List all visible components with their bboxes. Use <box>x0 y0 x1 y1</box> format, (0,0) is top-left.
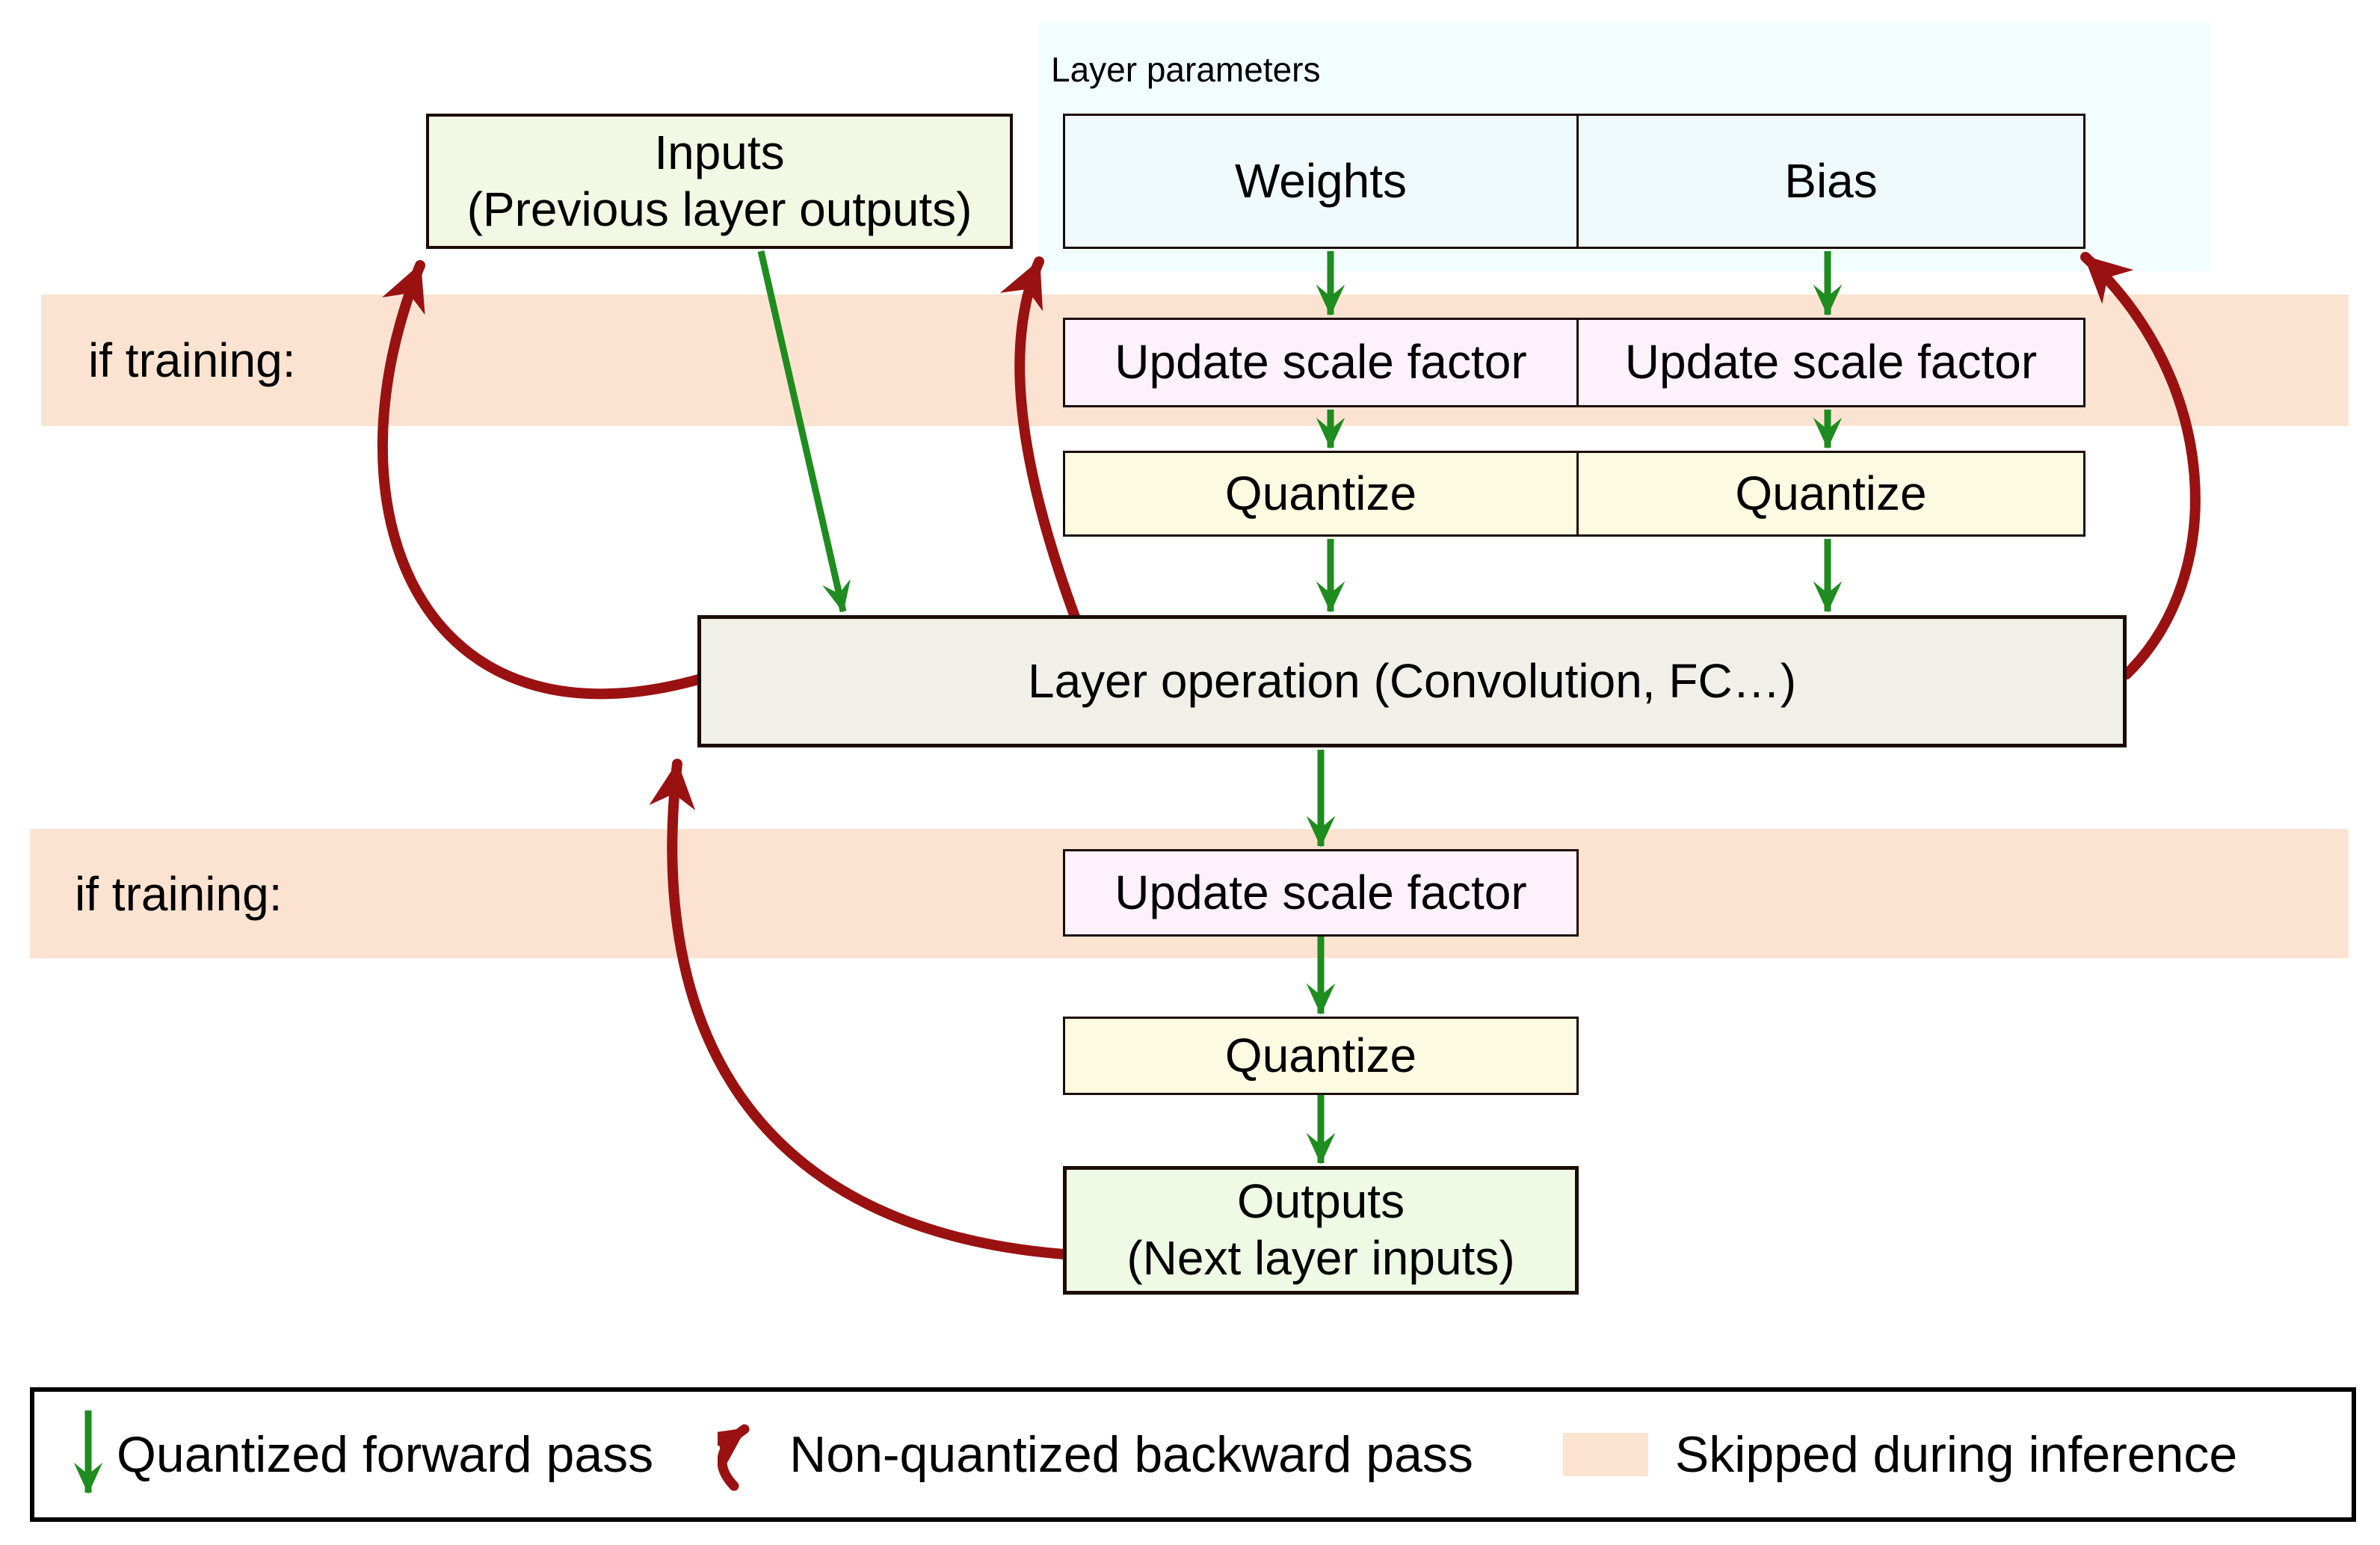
green-down-arrow-icon <box>73 1410 103 1494</box>
skipped-band-swatch <box>1562 1433 1648 1476</box>
legend-item-backward: Non-quantized backward pass <box>718 1417 1473 1492</box>
legend-skipped-label: Skipped during inference <box>1674 1426 2238 1483</box>
update-scale-weights-node: Update scale factor <box>1063 318 1579 407</box>
inputs-node: Inputs (Previous layer outputs) <box>426 114 1013 249</box>
quantize-bias-node: Quantize <box>1576 451 2085 537</box>
update-scale-output-node: Update scale factor <box>1063 849 1579 937</box>
weights-node: Weights <box>1063 114 1579 249</box>
quantize-weights-node: Quantize <box>1063 451 1579 537</box>
legend-forward-label: Quantized forward pass <box>117 1426 654 1483</box>
inputs-label-line2: (Previous layer outputs) <box>466 182 972 236</box>
legend-item-skipped: Skipped during inference <box>1562 1425 2238 1484</box>
red-curved-arrow-icon <box>718 1424 750 1491</box>
quantize-output-node: Quantize <box>1063 1017 1579 1095</box>
layer-parameters-label: Layer parameters <box>1051 50 1321 89</box>
if-training-label-top: if training: <box>88 333 296 387</box>
legend: Quantized forward pass Non-quantized bac… <box>30 1387 2356 1522</box>
legend-backward-label: Non-quantized backward pass <box>789 1426 1473 1483</box>
update-scale-bias-node: Update scale factor <box>1576 318 2085 407</box>
outputs-label-line2: (Next layer inputs) <box>1126 1231 1515 1285</box>
layer-operation-node: Layer operation (Convolution, FC…) <box>697 615 2127 747</box>
legend-item-forward: Quantized forward pass <box>66 1409 653 1500</box>
outputs-label-line1: Outputs <box>1236 1174 1405 1229</box>
bias-node: Bias <box>1576 114 2085 249</box>
if-training-label-bottom: if training: <box>75 866 283 921</box>
inputs-label-line1: Inputs <box>654 125 785 179</box>
outputs-node: Outputs (Next layer inputs) <box>1063 1166 1579 1295</box>
